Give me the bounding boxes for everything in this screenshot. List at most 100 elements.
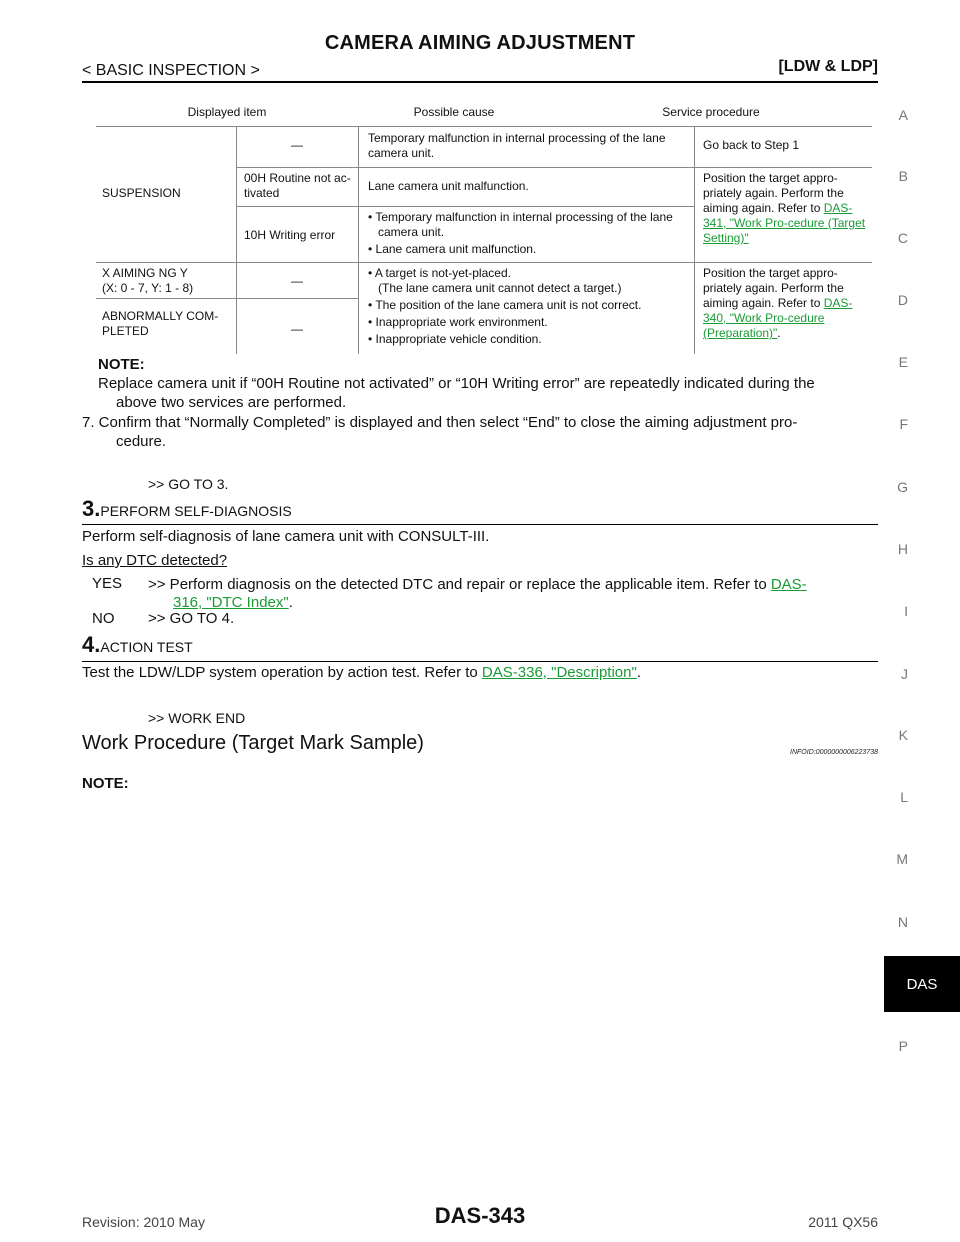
side-index-letter[interactable]: F bbox=[899, 416, 908, 432]
procedure-text: Position the target appro-priately again… bbox=[703, 266, 844, 310]
side-index-letter[interactable]: D bbox=[897, 292, 908, 308]
item-line: (X: 0 - 7, Y: 1 - 8) bbox=[102, 281, 194, 295]
step-3-heading: 3.PERFORM SELF-DIAGNOSIS bbox=[82, 496, 292, 522]
yes-text: >> Perform diagnosis on the detected DTC… bbox=[148, 576, 767, 593]
table-cell-item: — bbox=[291, 274, 303, 288]
procedure-text: Position the target appro-priately again… bbox=[703, 171, 844, 215]
side-index-letter[interactable]: A bbox=[898, 107, 908, 123]
section-label: < BASIC INSPECTION > bbox=[82, 62, 260, 79]
side-index-letter[interactable]: C bbox=[897, 230, 908, 246]
footer-revision: Revision: 2010 May bbox=[82, 1214, 205, 1230]
punctuation: . bbox=[288, 594, 293, 611]
goto-3: >> GO TO 3. bbox=[148, 476, 229, 492]
side-index-letter[interactable]: H bbox=[897, 541, 908, 557]
side-tab-das[interactable]: DAS bbox=[884, 956, 960, 1012]
ref-link-das-340[interactable]: DAS-340, "Work Pro-cedure (Preparation)" bbox=[703, 296, 853, 340]
step-rule bbox=[82, 661, 878, 662]
table-header-row: Displayed item Possible cause Service pr… bbox=[96, 98, 872, 127]
side-index-letter[interactable]: N bbox=[897, 914, 908, 930]
table-cell-item: — bbox=[291, 138, 303, 152]
step-4-text: Test the LDW/LDP system operation by act… bbox=[82, 664, 641, 681]
yes-action: >> Perform diagnosis on the detected DTC… bbox=[148, 575, 878, 594]
cause-bullet: • A target is not-yet-placed. bbox=[368, 266, 511, 280]
work-end: >> WORK END bbox=[148, 710, 246, 726]
row-divider bbox=[96, 298, 358, 299]
step-3-text: Perform self-diagnosis of lane camera un… bbox=[82, 528, 490, 545]
header-rule bbox=[82, 81, 878, 83]
ref-link-das-341[interactable]: DAS-341, "Work Pro-cedure (Target Settin… bbox=[703, 201, 866, 245]
table-cell-item: X AIMING NG Y (X: 0 - 7, Y: 1 - 8) bbox=[102, 266, 193, 296]
system-label: [LDW & LDP] bbox=[778, 58, 878, 75]
column-header: Possible cause bbox=[358, 98, 550, 127]
step-7: 7. Confirm that “Normally Completed” is … bbox=[82, 413, 878, 451]
side-index-letter[interactable]: G bbox=[897, 479, 908, 495]
col-divider bbox=[236, 126, 237, 354]
table-cell-cause: • A target is not-yet-placed. (The lane … bbox=[368, 266, 688, 347]
side-index-letter[interactable]: J bbox=[901, 666, 908, 682]
side-index-letter[interactable]: L bbox=[900, 789, 908, 805]
yes-label: YES bbox=[92, 575, 123, 592]
page-title: CAMERA AIMING ADJUSTMENT bbox=[324, 32, 636, 54]
note-heading: NOTE: bbox=[82, 775, 129, 792]
table-cell-procedure: Position the target appro-priately again… bbox=[703, 266, 868, 341]
table-cell-item: ABNORMALLY COM-PLETED bbox=[102, 309, 219, 338]
punctuation: . bbox=[636, 664, 641, 681]
column-header: Displayed item bbox=[96, 98, 358, 127]
punctuation: . bbox=[777, 326, 781, 340]
side-index-letter[interactable]: M bbox=[896, 851, 908, 867]
step-title: ACTION TEST bbox=[100, 639, 193, 655]
col-divider bbox=[694, 126, 695, 354]
side-index-letter[interactable]: B bbox=[898, 168, 908, 184]
note-heading: NOTE: bbox=[98, 356, 145, 373]
table-cell-procedure: Go back to Step 1 bbox=[703, 138, 800, 152]
table-cell-item: 00H Routine not ac-tivated bbox=[244, 171, 351, 200]
item-line: X AIMING NG Y bbox=[102, 266, 188, 280]
diagnosis-table: Displayed item Possible cause Service pr… bbox=[96, 98, 872, 127]
footer-page-code: DAS-343 bbox=[434, 1203, 526, 1228]
row-divider bbox=[236, 206, 694, 207]
yes-action-cont: 316, "DTC Index". bbox=[173, 594, 293, 611]
table-cell-procedure: Position the target appro-priately again… bbox=[703, 171, 868, 246]
step-7-line: cedure. bbox=[116, 433, 167, 450]
cause-bullet: • The position of the lane camera unit i… bbox=[368, 298, 642, 312]
step-3-question: Is any DTC detected? bbox=[82, 552, 228, 569]
table-body: SUSPENSION — Temporary malfunction in in… bbox=[96, 126, 872, 354]
table-cell-item: 10H Writing error bbox=[244, 228, 336, 242]
side-index-letter[interactable]: P bbox=[898, 1038, 908, 1054]
ref-link-das-316[interactable]: DAS- bbox=[770, 576, 807, 593]
column-header: Service procedure bbox=[550, 98, 872, 127]
cause-bullet: • Lane camera unit malfunction. bbox=[368, 242, 537, 256]
footer-model: 2011 QX56 bbox=[808, 1214, 878, 1230]
side-index-letter[interactable]: I bbox=[904, 603, 908, 619]
col-divider bbox=[358, 126, 359, 354]
note-line: Replace camera unit if “00H Routine not … bbox=[98, 375, 815, 392]
side-index-letter[interactable]: K bbox=[898, 727, 908, 743]
table-cell-item: — bbox=[291, 322, 303, 336]
step-4-heading: 4.ACTION TEST bbox=[82, 632, 193, 658]
cause-bullet: • Temporary malfunction in internal proc… bbox=[368, 210, 673, 239]
step-7-line: 7. Confirm that “Normally Completed” is … bbox=[82, 414, 798, 431]
step-4-body: Test the LDW/LDP system operation by act… bbox=[82, 664, 478, 681]
step-number: 3. bbox=[82, 496, 101, 521]
cause-bullet: • Inappropriate vehicle condition. bbox=[368, 332, 542, 346]
section-title: Work Procedure (Target Mark Sample) bbox=[82, 732, 424, 754]
table-cell-cause: • Temporary malfunction in internal proc… bbox=[368, 210, 688, 257]
ref-link-das-336[interactable]: DAS-336, "Description" bbox=[481, 664, 637, 681]
step-title: PERFORM SELF-DIAGNOSIS bbox=[100, 503, 292, 519]
step-number: 4. bbox=[82, 632, 101, 657]
note-text: Replace camera unit if “00H Routine not … bbox=[98, 374, 878, 412]
cause-bullet: • Inappropriate work environment. bbox=[368, 315, 548, 329]
table-cell-cause: Lane camera unit malfunction. bbox=[368, 179, 529, 193]
info-id: INFOID:0000000006223738 bbox=[790, 749, 878, 756]
row-divider bbox=[96, 262, 872, 263]
table-cell-item: SUSPENSION bbox=[102, 186, 181, 200]
row-divider bbox=[96, 126, 872, 127]
note-line: above two services are performed. bbox=[116, 394, 347, 411]
row-divider bbox=[236, 167, 872, 168]
cause-bullet-detail: (The lane camera unit cannot detect a ta… bbox=[378, 281, 622, 295]
no-label: NO bbox=[92, 610, 115, 627]
ref-link-das-316-cont[interactable]: 316, "DTC Index" bbox=[173, 594, 289, 611]
step-rule bbox=[82, 524, 878, 525]
side-index-letter[interactable]: E bbox=[898, 354, 908, 370]
no-action: >> GO TO 4. bbox=[148, 610, 235, 627]
